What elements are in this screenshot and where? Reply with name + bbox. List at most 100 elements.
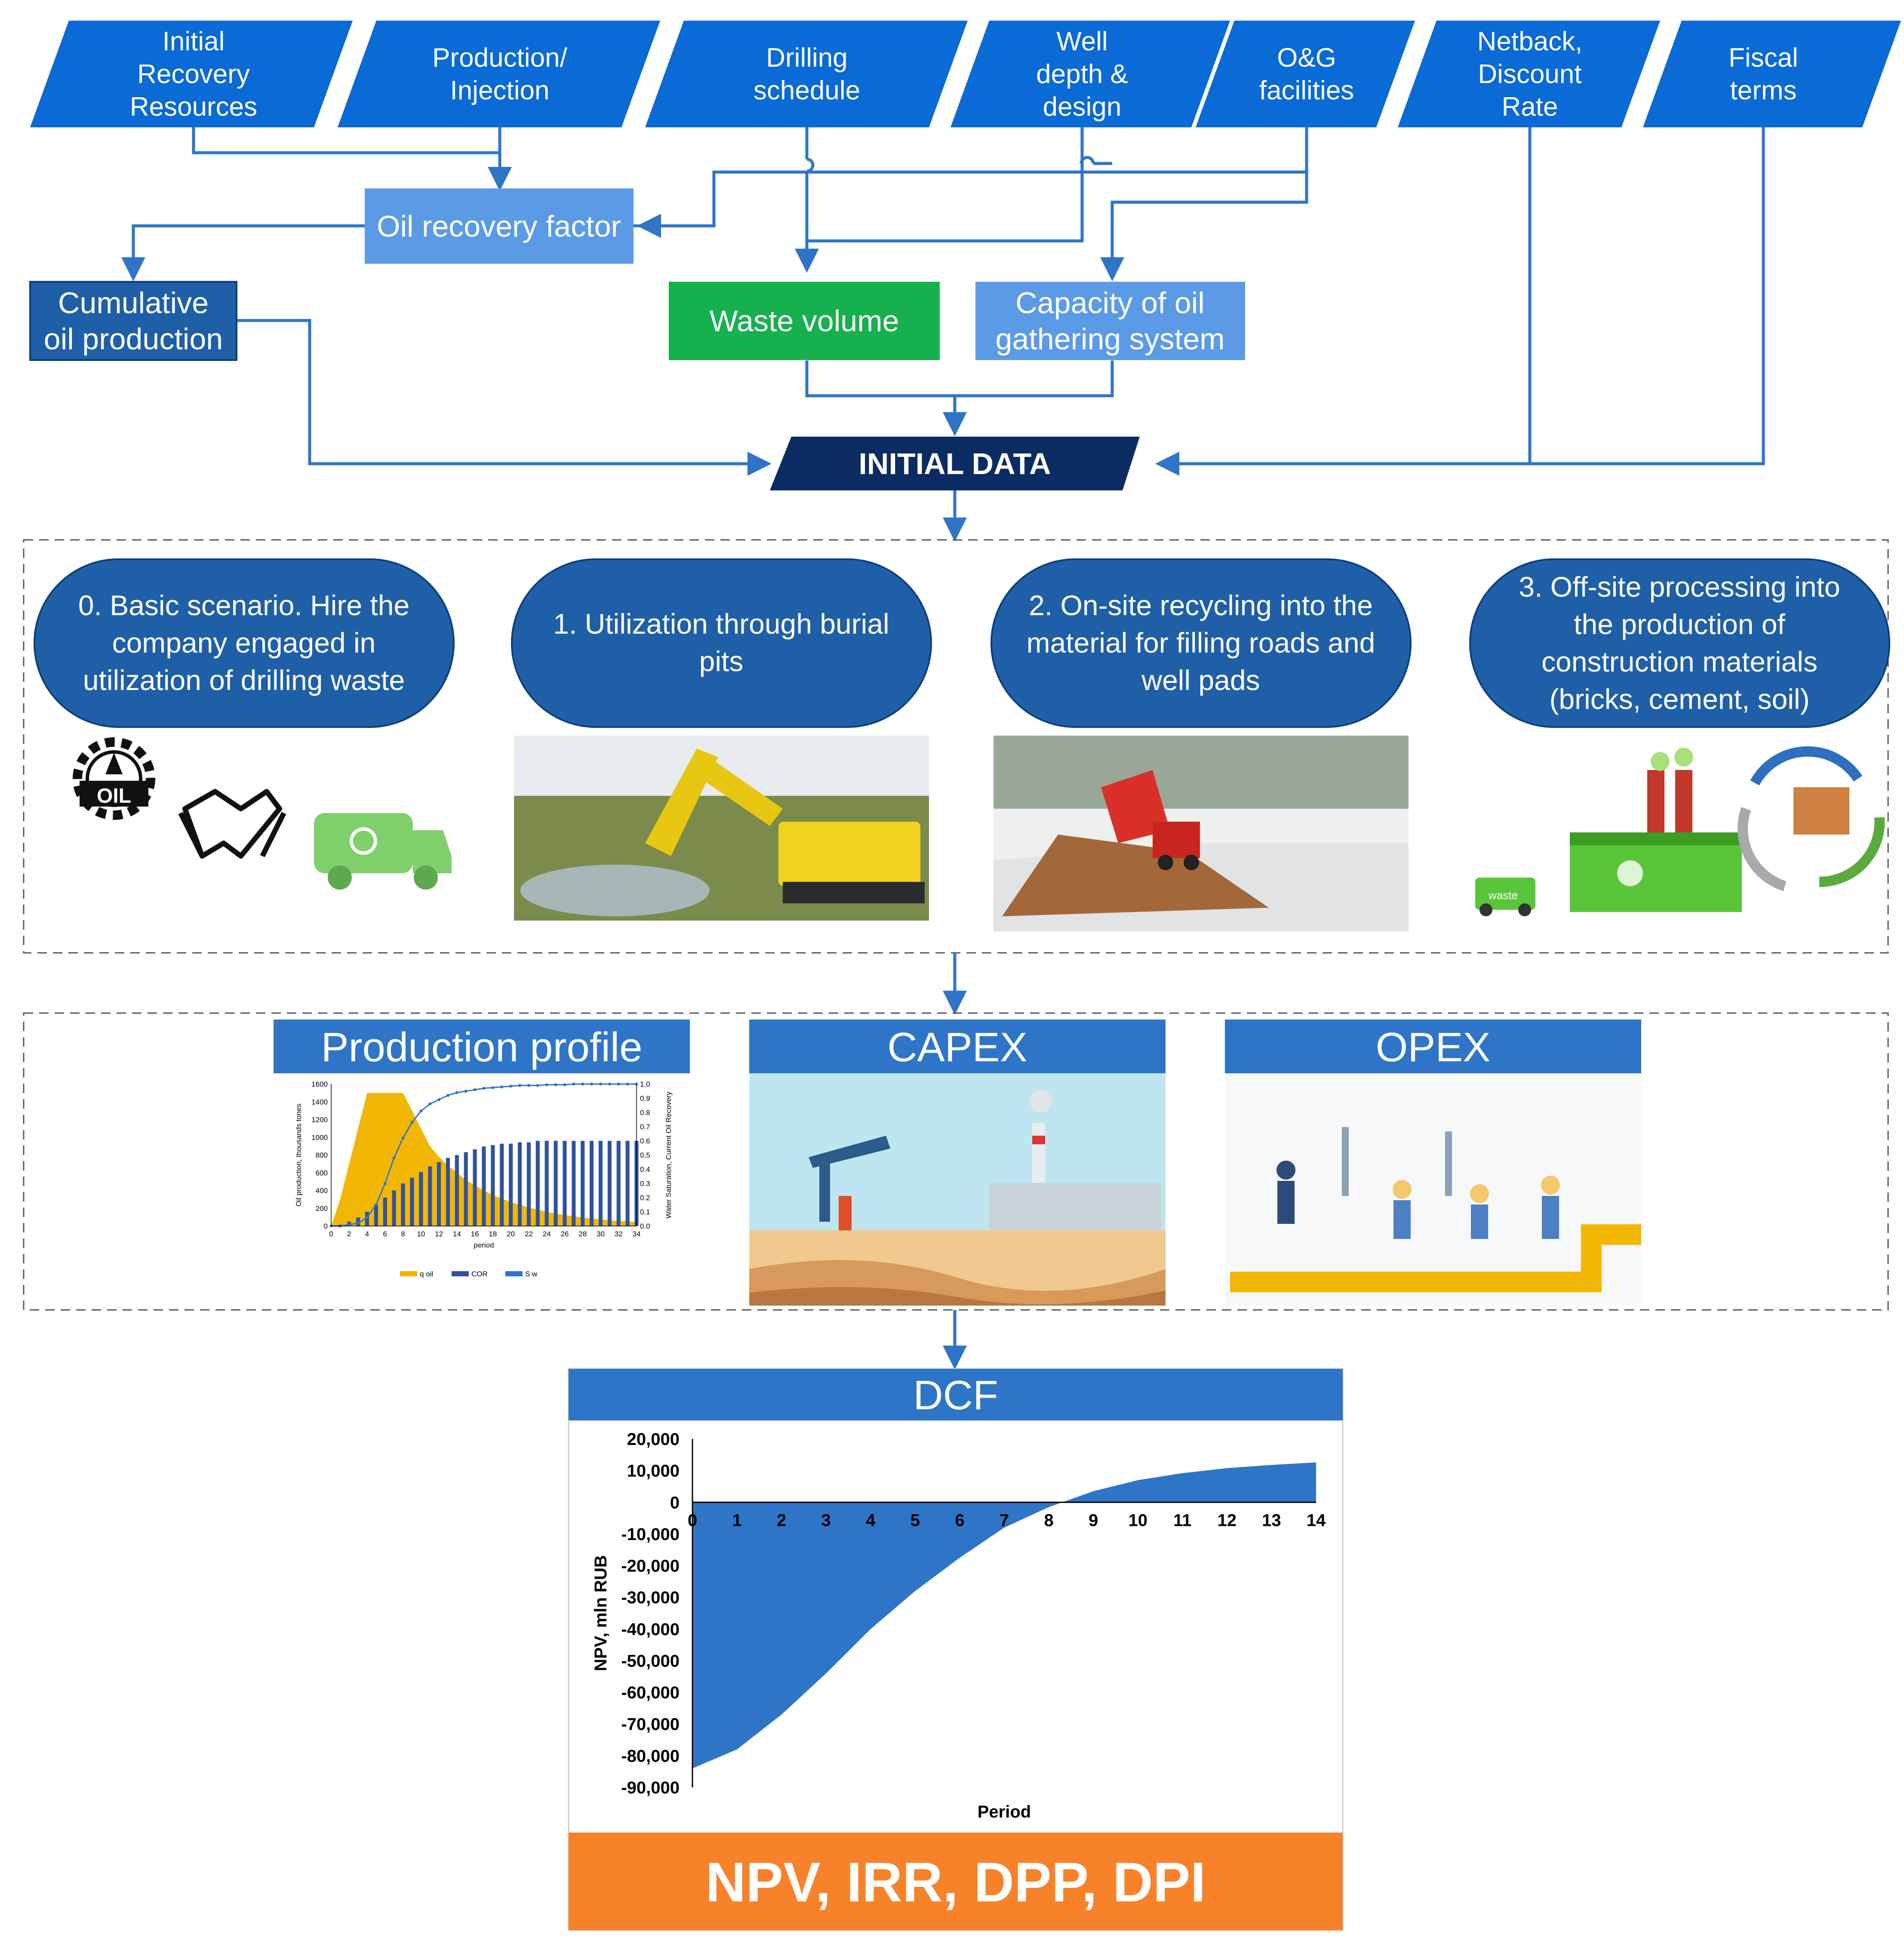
prod-y-label: Oil production, thousands tones [295, 1103, 303, 1206]
input-netback-discount-rate: Netback, Discount Rate [1398, 21, 1660, 127]
input-production-injection: Production/ Injection [338, 21, 660, 127]
sw-point [563, 1083, 566, 1087]
svg-text:Recovery: Recovery [137, 59, 250, 89]
svg-text:Fiscal: Fiscal [1729, 43, 1798, 73]
svg-text:Capacity of oil: Capacity of oil [1015, 286, 1205, 320]
cor-bar [392, 1190, 396, 1226]
sw-point [626, 1082, 629, 1086]
x-tick-label: 14 [1307, 1511, 1326, 1530]
cor-bar [428, 1166, 432, 1226]
cor-bar [563, 1141, 567, 1226]
prod-x-tick: 16 [471, 1230, 479, 1238]
x-tick-label: 1 [732, 1511, 741, 1530]
sw-point [554, 1083, 557, 1087]
initial-data-box: INITIAL DATA [770, 437, 1140, 490]
sw-point [428, 1102, 432, 1106]
sw-point [536, 1084, 539, 1087]
production-profile-chart: 020040060080010001200140016000.00.10.20.… [295, 1080, 673, 1278]
scenario-2-onsite-recycling: 2. On-site recycling into the material f… [990, 558, 1412, 728]
capacity-oil-gathering-box: Capacity of oil gathering system [975, 282, 1245, 360]
cumulative-oil-production-box: Cumulative oil production [29, 281, 237, 361]
scenario-3-offsite-processing: 3. Off-site processing into the producti… [1469, 558, 1890, 728]
svg-text:Rate: Rate [1502, 92, 1558, 122]
prod-y2-tick: 1.0 [640, 1080, 650, 1088]
svg-text:(bricks, cement, soil): (bricks, cement, soil) [1549, 683, 1809, 715]
sw-point [527, 1084, 530, 1087]
cor-bar [607, 1141, 612, 1226]
production-profile-panel: Production profile 020040060080010001200… [274, 1020, 690, 1278]
cor-bar [419, 1172, 423, 1226]
x-tick-label: 9 [1089, 1511, 1098, 1530]
svg-text:Resources: Resources [130, 92, 257, 122]
prod-y-tick: 600 [316, 1169, 328, 1177]
prod-y-tick: 1000 [311, 1134, 328, 1142]
cor-bar [410, 1177, 414, 1226]
x-tick-label: 13 [1262, 1511, 1281, 1530]
prod-x-tick: 10 [417, 1230, 425, 1238]
dcf-npv-chart: 20,00010,0000-10,000-20,000-30,000-40,00… [591, 1430, 1326, 1821]
prod-x-tick: 30 [597, 1230, 605, 1238]
prod-y2-tick: 0.1 [640, 1208, 650, 1216]
prod-y-tick: 800 [316, 1151, 328, 1159]
sw-point [410, 1121, 414, 1124]
prod-legend-label: S w [525, 1270, 538, 1278]
svg-text:0. Basic scenario. Hire the: 0. Basic scenario. Hire the [78, 589, 409, 621]
prod-x-tick: 4 [365, 1230, 369, 1238]
x-tick-label: 6 [955, 1511, 964, 1530]
costs-section [23, 1012, 1889, 1311]
x-tick-label: 7 [1000, 1511, 1009, 1530]
prod-x-label: period [474, 1241, 494, 1249]
prod-x-tick: 32 [615, 1230, 623, 1238]
x-tick-label: 2 [777, 1511, 786, 1530]
svg-text:Injection: Injection [450, 76, 550, 105]
sw-point [419, 1109, 423, 1113]
sw-point [348, 1223, 351, 1226]
prod-x-tick: 2 [347, 1230, 351, 1238]
x-tick-label: 12 [1218, 1511, 1237, 1530]
x-tick-label: 3 [821, 1511, 831, 1530]
oil-gear-icon: OIL [73, 737, 155, 820]
y-tick-label: -20,000 [621, 1557, 680, 1576]
y-tick-label: 0 [670, 1493, 680, 1512]
sw-point [437, 1098, 441, 1101]
svg-text:DCF: DCF [913, 1372, 998, 1418]
svg-text:oil production: oil production [44, 322, 223, 356]
prod-y-tick: 400 [316, 1187, 328, 1195]
svg-text:CAPEX: CAPEX [887, 1024, 1027, 1070]
cor-bar [517, 1142, 522, 1226]
input-drilling-schedule: Drilling schedule [645, 21, 968, 127]
input-og-facilities: O&G facilities [1196, 21, 1415, 127]
svg-text:NPV, IRR, DPP, DPI: NPV, IRR, DPP, DPI [705, 1851, 1206, 1913]
opex-panel: OPEX [1225, 1020, 1641, 1306]
svg-text:O&G: O&G [1277, 43, 1336, 73]
sw-point [366, 1216, 369, 1219]
connectors-top [121, 127, 1765, 542]
results-bar: NPV, IRR, DPP, DPI [569, 1833, 1343, 1930]
input-fiscal-terms: Fiscal terms [1643, 21, 1901, 127]
scenario-1-burial-pits: 1. Utilization through burial pits [511, 558, 932, 728]
y-tick-label: 20,000 [627, 1430, 680, 1449]
svg-text:the production of: the production of [1574, 608, 1785, 640]
sw-point [608, 1082, 611, 1086]
cor-bar [625, 1141, 630, 1226]
cor-bar [598, 1141, 603, 1226]
prod-legend-swatch [452, 1271, 469, 1276]
sw-point [491, 1086, 495, 1089]
x-axis-label: Period [978, 1802, 1031, 1821]
cor-bar [446, 1158, 450, 1226]
cor-bar [509, 1143, 513, 1226]
x-tick-label: 0 [688, 1511, 697, 1530]
prod-y2-tick: 0.2 [640, 1194, 650, 1202]
sw-point [581, 1082, 584, 1086]
cor-bar [491, 1145, 495, 1226]
waste-volume-box: Waste volume [669, 282, 940, 360]
prod-y2-tick: 0.7 [640, 1123, 650, 1131]
handshake-icon [178, 789, 286, 859]
sw-point [392, 1156, 396, 1160]
prod-x-tick: 0 [329, 1230, 333, 1238]
svg-text:Production profile: Production profile [321, 1024, 642, 1070]
svg-text:OPEX: OPEX [1376, 1024, 1491, 1070]
svg-text:Netback,: Netback, [1477, 27, 1583, 56]
cor-bar [473, 1149, 477, 1226]
